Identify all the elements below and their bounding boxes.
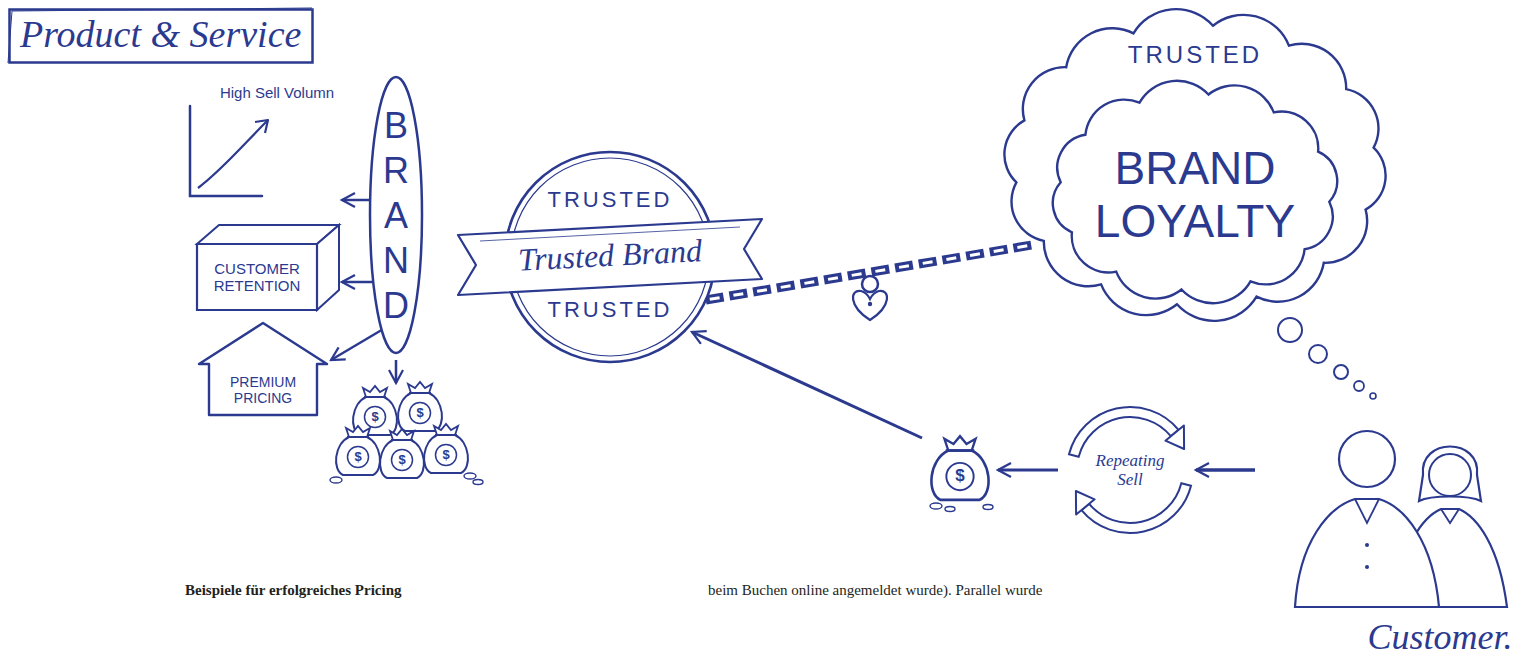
currency-sign: $: [365, 410, 385, 424]
money-to-brand-arrow: [692, 332, 922, 438]
sell-to-money-arrow: [998, 469, 1058, 472]
cycle-arrow-body: [1069, 407, 1179, 457]
title-frame: [10, 10, 313, 63]
chart-axes: [190, 106, 262, 196]
arrow-connector: [342, 199, 370, 202]
page-text: Beispiele für erfolgreiches Pricing: [185, 582, 515, 599]
man-button: [1365, 565, 1369, 569]
page-text: beim Buchen online angemeldet wurde). Pa…: [708, 582, 1168, 599]
thought-dot: [1354, 381, 1364, 391]
man-head: [1339, 431, 1395, 487]
box-title: Product & Service: [20, 13, 301, 57]
money-bag: [424, 424, 468, 473]
repeat-cycle: Repeating Sell: [1060, 400, 1200, 540]
currency-sign: $: [436, 448, 456, 462]
arrow-connector: [331, 330, 382, 360]
chart-label: High Sell Volumn: [214, 84, 340, 101]
man-button: [1365, 543, 1369, 547]
brand-letters: BRAND: [378, 103, 414, 328]
pricing-house: PREMIUM PRICING: [195, 318, 331, 418]
money-bag: [931, 436, 988, 500]
currency-sign: $: [948, 467, 972, 486]
cycle-label: Repeating Sell: [1085, 451, 1175, 490]
thought-dot: [1278, 318, 1302, 342]
cloud-heading: TRUSTED: [1105, 41, 1285, 69]
lock-shackle: [862, 276, 878, 292]
coin: [464, 473, 476, 479]
arrow-connector: [342, 281, 373, 284]
retention-cube: CUSTOMER RETENTION: [195, 222, 342, 312]
chart-trend-line: [198, 120, 268, 188]
loyalty-cloud: BRAND LOYALTY: [1040, 75, 1350, 310]
woman-face: [1429, 454, 1471, 496]
cycle-arrow-head: [1165, 425, 1184, 449]
brand-oval: BRAND: [368, 75, 424, 355]
currency-sign: $: [410, 406, 430, 420]
seal-ring-text: TRUSTED: [535, 297, 685, 322]
cycle-arrow-body: [1081, 483, 1191, 533]
house-outline: [199, 323, 327, 415]
seal-ring-text: TRUSTED: [535, 187, 685, 212]
customer-figures: Customer.: [1255, 395, 1522, 660]
heart-lock: [853, 291, 887, 320]
connector-group: [1196, 470, 1255, 471]
coin: [983, 505, 993, 510]
cube-top: [197, 225, 339, 244]
thought-cloud: BRAND LOYALTY TRUSTED: [995, 5, 1395, 325]
thought-dot: [1370, 393, 1376, 399]
connector-group: [342, 282, 373, 283]
sales-chart: High Sell Volumn: [182, 78, 342, 208]
cube-side: [317, 225, 339, 310]
inner-cloud-outline: [1053, 81, 1337, 303]
money-bag: [336, 426, 380, 475]
title-frame-sketch: [8, 8, 312, 63]
chart-trend-head: [255, 120, 268, 133]
coin: [473, 480, 483, 485]
woman-hair: [1419, 447, 1481, 502]
customer-caption: Customer.: [1360, 618, 1520, 658]
brand-to-money-arrow: [395, 360, 398, 383]
cube-front: [197, 244, 317, 310]
connector-group: [342, 200, 370, 201]
coin: [930, 503, 942, 509]
repeat-cycle-shape: [1060, 400, 1200, 540]
coin: [945, 507, 955, 512]
man-body: [1295, 499, 1439, 607]
arrow-connector: [1196, 468, 1255, 472]
man-collar: [1355, 499, 1379, 523]
connector-group: [331, 330, 382, 360]
thought-dot: [1309, 345, 1327, 363]
ribbon-banner: [458, 219, 762, 295]
currency-sign: $: [348, 450, 368, 464]
house-label: PREMIUM PRICING: [213, 374, 313, 406]
thought-dot: [1334, 365, 1348, 379]
currency-sign: $: [392, 453, 412, 467]
trust-seal: TRUSTEDTrusted BrandTRUSTED: [440, 145, 780, 370]
cube-label: CUSTOMER RETENTION: [201, 260, 313, 295]
coin: [330, 477, 342, 483]
money-bag: [380, 429, 424, 478]
loyalty-text: BRAND LOYALTY: [1075, 142, 1315, 248]
lock-keyhole: [868, 302, 872, 306]
title-box: Product & Service: [8, 8, 314, 64]
woman-collar: [1441, 509, 1459, 523]
money-bag: [398, 382, 442, 431]
cloud-outline: [1004, 9, 1385, 321]
cycle-arrow-head: [1076, 491, 1095, 515]
brand-outline: [370, 77, 422, 353]
